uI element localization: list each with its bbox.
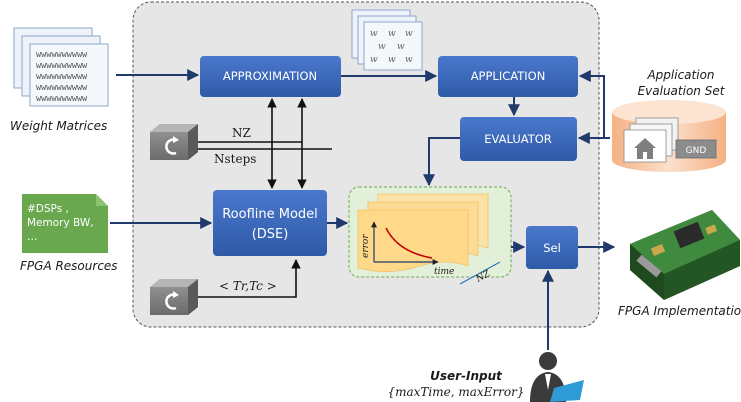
application-label: APPLICATION <box>471 69 546 83</box>
user-input-label: User-Input <box>430 369 503 383</box>
w-glyph: w <box>370 29 378 39</box>
plot-ylabel: error <box>361 234 371 258</box>
matrix-row: wwwwwwwwww <box>36 61 88 71</box>
w-glyph: w <box>405 29 413 39</box>
gnd-tag: GND <box>686 146 707 156</box>
evaluator-label: EVALUATOR <box>484 132 552 146</box>
refresh-icon <box>150 124 198 160</box>
loop-tr-tc <box>198 259 301 298</box>
roofline-label-2: (DSE) <box>252 227 289 242</box>
w-glyph: w <box>405 55 413 65</box>
w-glyph: w <box>388 55 396 65</box>
fpga-board-icon <box>630 210 740 300</box>
matrix-row: wwwwwwwwww <box>36 83 88 93</box>
resources-line-1: #DSPs , <box>27 203 69 215</box>
refresh-icon <box>150 279 198 315</box>
user-icon <box>530 352 584 402</box>
fpga-implementation-label: FPGA Implementation <box>618 304 741 318</box>
approximation-box <box>200 56 341 97</box>
nsteps-label: Nsteps <box>214 152 256 166</box>
resources-line-2: Memory BW, <box>27 217 94 229</box>
fpga-resources-note: #DSPs , Memory BW, … <box>22 194 108 253</box>
w-glyph: w <box>397 42 405 52</box>
error-curve <box>385 227 433 259</box>
error-time-plot-panel: error time NZ <box>348 186 512 285</box>
resources-line-3: … <box>27 231 38 243</box>
matrix-row: wwwwwwwwww <box>36 94 88 104</box>
weight-matrices-icon: wwwwwwwwww wwwwwwwwww wwwwwwwwww wwwwwww… <box>13 27 109 107</box>
fpga-resources-label: FPGA Resources <box>20 259 118 273</box>
app-eval-label-2: Evaluation Set <box>638 84 726 98</box>
approximation-label: APPROXIMATION <box>223 69 317 83</box>
w-glyph: w <box>378 42 386 52</box>
house-icon <box>634 138 656 159</box>
w-glyph: w <box>370 55 378 65</box>
edge-set-app <box>578 70 605 138</box>
roofline-label-1: Roofline Model <box>222 207 318 222</box>
weight-matrices-label: Weight Matrices <box>10 119 107 133</box>
edge-eval-plot <box>423 137 460 187</box>
matrix-row: wwwwwwwwww <box>36 50 88 60</box>
matrix-row: wwwwwwwwww <box>36 72 88 82</box>
database-cylinder-icon: GND <box>612 100 726 172</box>
app-eval-label-1: Application <box>646 68 714 82</box>
roofline-box <box>213 190 327 256</box>
plot-xlabel: time <box>434 267 454 277</box>
w-glyph: w <box>388 29 396 39</box>
tr-tc-label: < Tr,Tc > <box>219 279 277 293</box>
nz-label: NZ <box>232 126 251 140</box>
evaluator-box <box>460 117 577 161</box>
user-params-label: {maxTime, maxError} <box>387 385 524 399</box>
sel-box <box>526 226 578 269</box>
application-box <box>438 56 578 97</box>
sel-label: Sel <box>543 241 561 255</box>
weights-document-stack-icon: w w w w w w w w <box>351 9 423 71</box>
